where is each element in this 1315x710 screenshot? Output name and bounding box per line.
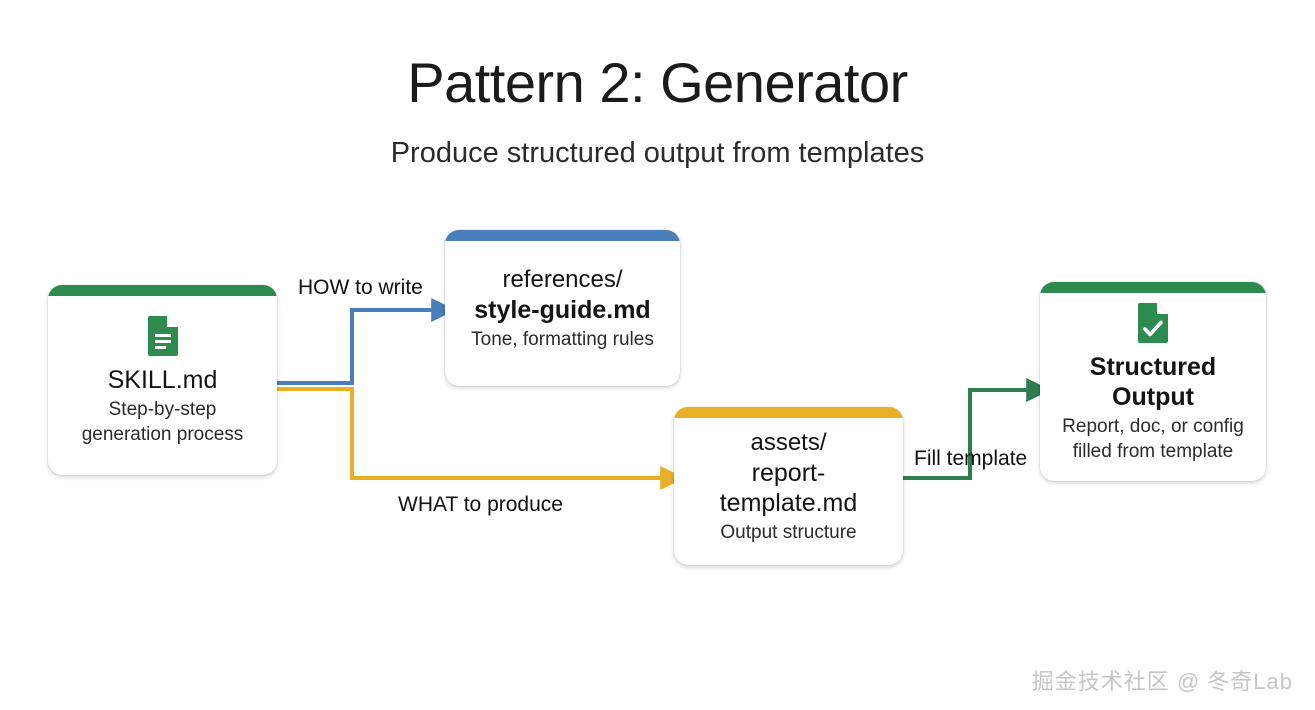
edge-label-what-to-produce: WHAT to produce [398,493,563,516]
node-title: report-template.md [719,458,858,517]
node-subtitle-line1: Report, doc, or config [1062,415,1244,437]
card-accent-bar [48,285,277,296]
page-subtitle: Produce structured output from templates [390,137,925,169]
node-folder-path: references/ [502,265,623,293]
node-structured-output[interactable]: Structured Output Report, doc, or config… [1040,282,1266,481]
edge-label-how-to-write: HOW to write [298,276,423,299]
node-title: style-guide.md [474,295,651,324]
node-references-style-guide[interactable]: references/ style-guide.md Tone, formatt… [445,230,680,386]
watermark: 掘金技术社区 @ 冬奇Lab [1031,669,1293,694]
node-subtitle-line1: Step-by-step [108,399,217,421]
card-accent-bar [674,407,903,418]
document-icon [146,313,180,357]
node-subtitle-line2: filled from template [1072,440,1234,462]
node-title: SKILL.md [107,366,218,395]
node-folder-path: assets/ [750,428,827,456]
node-subtitle-line2: generation process [81,424,244,445]
card-accent-bar [445,230,680,241]
node-title: Structured Output [1089,352,1217,411]
edge-skill-to-assets [277,387,685,490]
edge-assets-to-output [903,378,1051,480]
node-subtitle: Output structure [720,521,857,543]
edge-skill-to-references [277,298,456,385]
node-assets-report-template[interactable]: assets/ report-template.md Output struct… [674,407,903,565]
node-skill-md[interactable]: SKILL.md Step-by-step generation process [48,285,277,475]
page-title: Pattern 2: Generator [407,51,908,114]
card-accent-bar [1040,282,1266,293]
edge-label-fill-template: Fill template [914,447,1028,470]
node-subtitle: Tone, formatting rules [471,328,654,350]
document-check-icon [1136,300,1170,344]
